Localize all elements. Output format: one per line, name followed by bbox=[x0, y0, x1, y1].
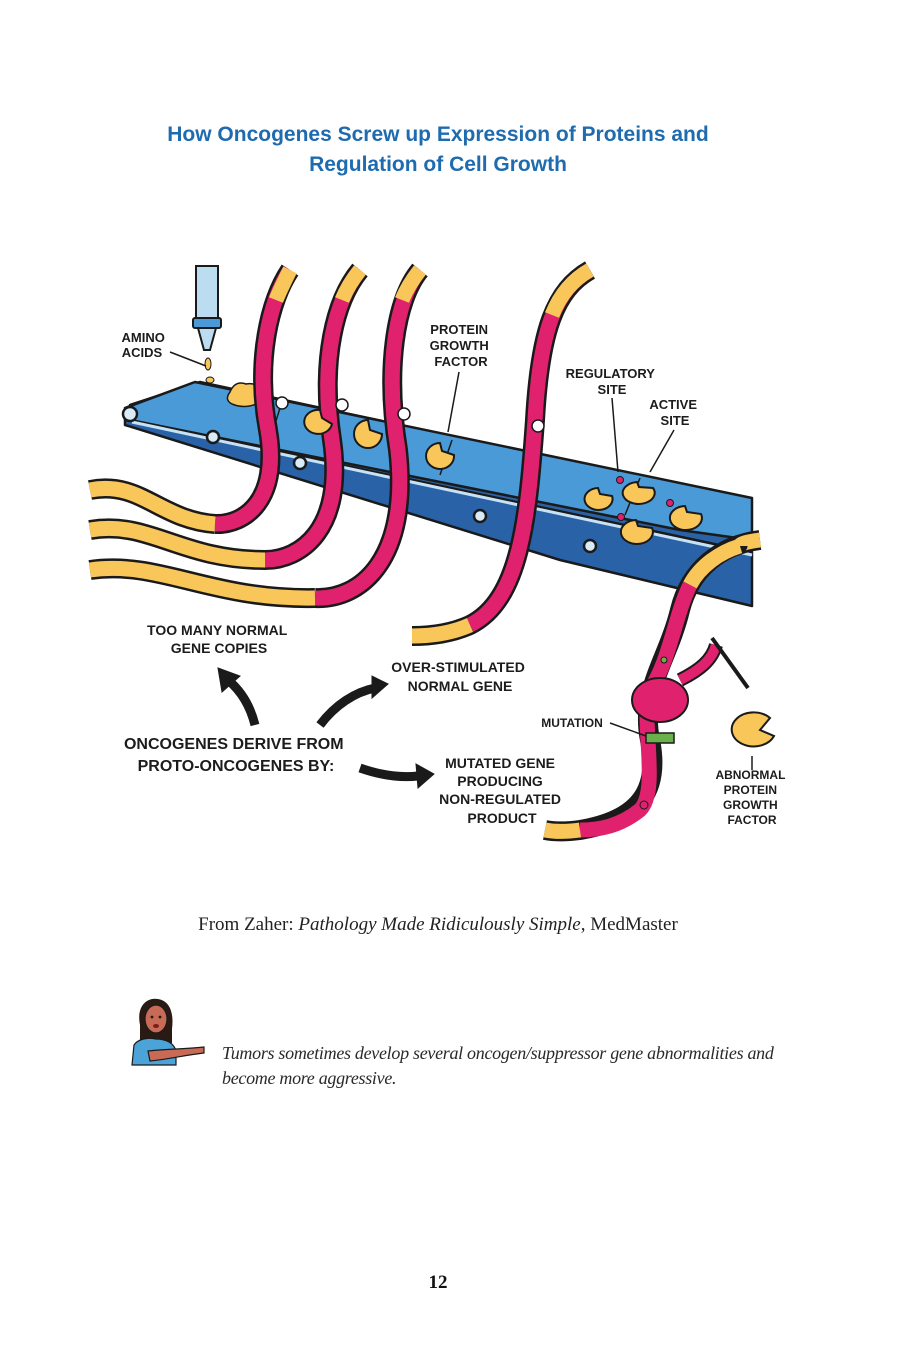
label-too-many-2: GENE COPIES bbox=[171, 640, 267, 656]
label-mutation: MUTATION bbox=[541, 716, 603, 730]
svg-text:TOO MANY NORMAL GENE COPIE: TOO MANY NORMAL GENE COPIES bbox=[147, 622, 291, 656]
label-amino-2: ACIDS bbox=[122, 345, 163, 360]
svg-text:REGULATORY SITE: REGULATORY SITE bbox=[566, 366, 659, 397]
svg-text:OVER-STIMULATED NORMAL GEN: OVER-STIMULATED NORMAL GENE bbox=[391, 659, 528, 694]
label-abnormal-1: ABNORMAL bbox=[715, 768, 785, 782]
svg-text:ABNORMAL PROTEIN GROWT: ABNORMAL PROTEIN GROWTH FACTOR bbox=[715, 768, 788, 827]
proteins bbox=[303, 408, 703, 545]
label-protein-1: PROTEIN bbox=[430, 322, 488, 337]
syringe-icon bbox=[192, 265, 222, 384]
arrows bbox=[217, 667, 435, 790]
svg-text:AMINO ACIDS: AMINO ACIDS bbox=[122, 330, 169, 360]
gene-copies bbox=[88, 263, 429, 609]
svg-text:MUTATED GENE PRODUCING: MUTATED GENE PRODUCING NON-REGULATED PRO… bbox=[439, 755, 565, 826]
mutation-band bbox=[645, 732, 675, 744]
label-protein-3: FACTOR bbox=[434, 354, 488, 369]
label-abnormal-3: GROWTH bbox=[723, 798, 778, 812]
abnormal-protein bbox=[730, 711, 776, 748]
label-too-many-1: TOO MANY NORMAL bbox=[147, 622, 288, 638]
label-mutated-3: NON-REGULATED bbox=[439, 791, 561, 807]
label-oncogenes-1: ONCOGENES DERIVE FROM bbox=[124, 736, 344, 753]
label-over-1: OVER-STIMULATED bbox=[391, 659, 525, 675]
pointing-narrator-icon bbox=[131, 998, 205, 1066]
tip-note: Tumors sometimes develop several oncogen… bbox=[222, 1043, 774, 1088]
label-regulatory-2: SITE bbox=[598, 382, 627, 397]
label-oncogenes-2: PROTO-ONCOGENES BY: bbox=[138, 758, 335, 775]
caption-book-title: Pathology Made Ridiculously Simple bbox=[298, 914, 581, 935]
label-over-2: NORMAL GENE bbox=[408, 678, 513, 694]
figure-caption: From Zaher: Pathology Made Ridiculously … bbox=[0, 914, 876, 936]
label-active-2: SITE bbox=[661, 413, 690, 428]
label-abnormal-2: PROTEIN bbox=[724, 783, 777, 797]
caption-suffix: , MedMaster bbox=[580, 914, 678, 935]
conveyor-belt bbox=[121, 380, 754, 608]
label-abnormal-4: FACTOR bbox=[727, 813, 776, 827]
title-line-1: How Oncogenes Screw up Expression of Pro… bbox=[167, 123, 709, 146]
mutated-gene bbox=[543, 530, 762, 842]
svg-text:PROTEIN GROWTH FACTOR: PROTEIN GROWTH FACTOR bbox=[430, 322, 493, 369]
page-number: 12 bbox=[428, 1272, 448, 1293]
label-mutated-2: PRODUCING bbox=[457, 773, 543, 789]
label-active-1: ACTIVE bbox=[649, 397, 697, 412]
label-regulatory-1: REGULATORY bbox=[566, 366, 656, 381]
label-protein-2: GROWTH bbox=[430, 338, 489, 353]
label-mutated-1: MUTATED GENE bbox=[445, 755, 555, 771]
caption-prefix: From Zaher: bbox=[198, 914, 299, 935]
oncogene-illustration: AMINO ACIDS PROTEIN GROWTH FACTOR REGULA… bbox=[88, 261, 788, 842]
svg-text:ONCOGENES DERIVE FROM PROT: ONCOGENES DERIVE FROM PROTO-ONCOGENES BY… bbox=[124, 736, 348, 775]
title-line-2: Regulation of Cell Growth bbox=[309, 153, 567, 176]
label-mutated-4: PRODUCT bbox=[467, 810, 537, 826]
label-amino-1: AMINO bbox=[122, 330, 165, 345]
svg-text:ACTIVE SITE: ACTIVE SITE bbox=[649, 397, 700, 428]
page-title: How Oncogenes Screw up Expression of Pro… bbox=[0, 120, 876, 180]
